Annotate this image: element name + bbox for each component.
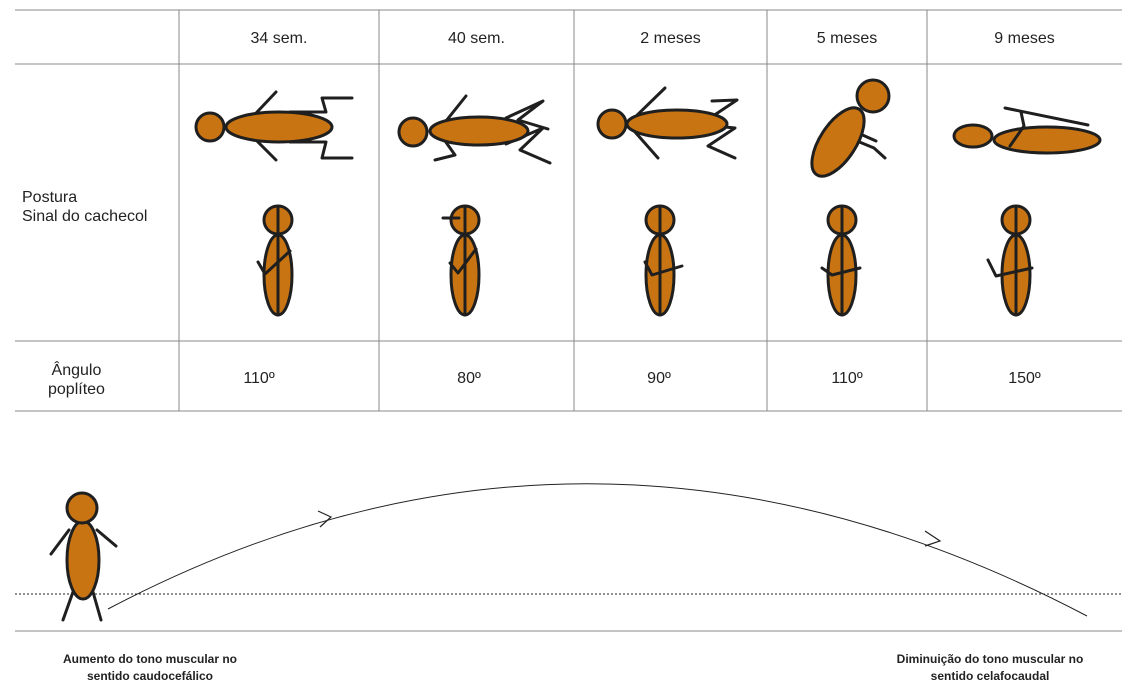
- angle-value-9-meses: 150º: [1008, 370, 1041, 387]
- column-header-2-meses: 2 meses: [640, 30, 701, 47]
- caption-increase-line-1: Aumento do tono muscular no: [63, 652, 237, 666]
- arc-arrow-right-icon: [924, 530, 942, 547]
- posture-40-sem-icon: [397, 94, 552, 165]
- tone-arc: [107, 483, 1088, 617]
- posture-34-sem-icon: [194, 90, 354, 162]
- row-label-angle: Ângulo poplíteo: [48, 361, 105, 399]
- scarf-sign-9-meses-icon: [986, 204, 1034, 317]
- posture-9-meses-icon: [952, 106, 1102, 155]
- row-label-posture-line-1: Postura: [22, 189, 78, 206]
- standing-child-icon: [49, 491, 118, 622]
- posture-2-meses-icon: [596, 86, 739, 160]
- scarf-sign-5-meses-icon: [820, 204, 862, 317]
- angle-value-5-meses: 110º: [831, 370, 863, 387]
- row-label-angle-line-1: Ângulo: [51, 362, 102, 379]
- scarf-sign-34-sem-icon: [256, 204, 294, 317]
- posture-5-meses-icon: [810, 78, 891, 178]
- column-header-9-meses: 9 meses: [994, 30, 1055, 47]
- row-label-posture-line-2: Sinal do cachecol: [22, 208, 148, 225]
- angle-value-34-sem: 110º: [243, 370, 275, 387]
- column-header-5-meses: 5 meses: [816, 30, 878, 47]
- arc-arrow-left-icon: [317, 510, 333, 528]
- column-header-34-sem: 34 sem.: [250, 30, 308, 47]
- angle-value-2-meses: 90º: [647, 370, 671, 387]
- row-label-posture: Postura Sinal do cachecol: [22, 188, 147, 226]
- scarf-sign-2-meses-icon: [643, 204, 684, 317]
- tone-arc-diagram: [15, 483, 1122, 632]
- caption-decrease-line-2: sentido celafocaudal: [930, 669, 1050, 683]
- caption-decrease-tone: Diminuição do tono muscular no sentido c…: [860, 651, 1120, 685]
- scarf-sign-40-sem-icon: [441, 204, 481, 317]
- caption-increase-line-2: sentido caudocefálico: [86, 669, 214, 683]
- column-header-40-sem: 40 sem.: [448, 30, 505, 47]
- angle-value-40-sem: 80º: [457, 370, 481, 387]
- caption-increase-tone: Aumento do tono muscular no sentido caud…: [20, 651, 280, 685]
- table-grid: [15, 9, 1122, 412]
- caption-decrease-line-1: Diminuição do tono muscular no: [896, 652, 1084, 666]
- row-label-angle-line-2: poplíteo: [48, 381, 105, 398]
